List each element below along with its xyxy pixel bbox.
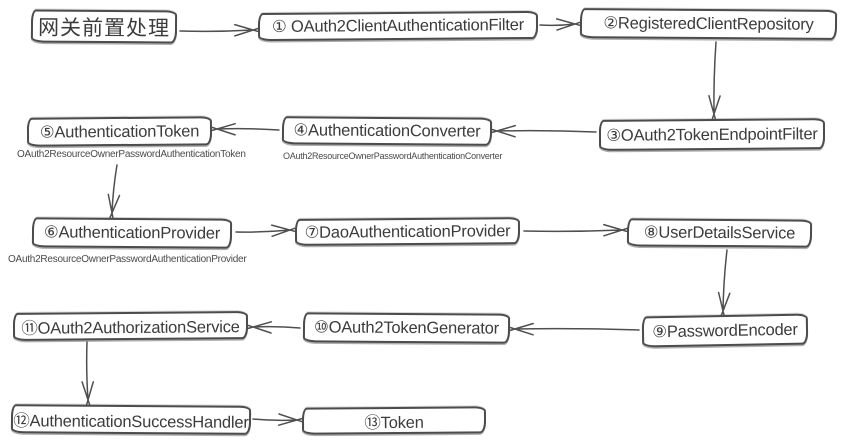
node-oauth2-authorization-service: ⑪OAuth2AuthorizationService [12, 311, 249, 341]
node-label: ⑥AuthenticationProvider [43, 223, 221, 243]
node-dao-authentication-provider: ⑦DaoAuthenticationProvider [294, 217, 521, 246]
node-label: ① OAuth2ClientAuthenticationFilter [271, 16, 525, 36]
arrow-gateway-to-client-auth-filter [179, 23, 259, 37]
node-authentication-token: ⑤AuthenticationToken [26, 116, 213, 147]
node-label: ⑨PasswordEncoder [652, 320, 798, 341]
arrow-token-endpoint-filter-to-authentication-converter [491, 124, 597, 138]
node-authentication-success-handler: ⑫AuthenticationSuccessHandler [10, 404, 252, 435]
arrow-success-handler-to-token [252, 413, 303, 426]
arrow-authentication-provider-to-dao-authentication-provider [235, 224, 296, 238]
node-label: 网关前置处理 [37, 16, 171, 40]
node-oauth2-token-endpoint-filter: ③OAuth2TokenEndpointFilter [598, 118, 826, 151]
arrow-client-auth-filter-to-registered-client-repo [539, 18, 581, 31]
node-label: ②RegisteredClientRepository [603, 14, 814, 34]
node-label: ⑤AuthenticationToken [39, 121, 200, 142]
arrow-registered-client-repo-to-token-endpoint-filter [708, 41, 721, 120]
arrow-password-encoder-to-token-generator [509, 322, 640, 336]
node-label: ③OAuth2TokenEndpointFilter [606, 124, 818, 145]
node-token: ⑬Token [301, 406, 487, 435]
arrow-authentication-token-to-authentication-provider [107, 164, 121, 219]
node-user-details-service: ⑧UserDetailsService [626, 218, 813, 248]
subtitle-authentication-token: OAuth2ResourceOwnerPasswordAuthenticatio… [17, 149, 246, 160]
node-label: ⑬Token [364, 413, 424, 432]
node-authentication-provider: ⑥AuthenticationProvider [31, 217, 233, 249]
node-label: ⑧UserDetailsService [643, 223, 796, 243]
node-password-encoder: ⑨PasswordEncoder [641, 313, 809, 348]
node-registered-client-repository: ②RegisteredClientRepository [579, 8, 838, 40]
arrow-token-generator-to-authorization-service [247, 321, 301, 334]
arrow-authorization-service-to-success-handler [81, 341, 95, 406]
node-oauth2-token-generator: ⑩OAuth2TokenGenerator [302, 312, 511, 344]
arrow-dao-authentication-provider-to-user-details-service [523, 223, 628, 237]
subtitle-authentication-provider: OAuth2ResourceOwnerPasswordAuthenticatio… [8, 254, 247, 265]
node-authentication-converter: ④AuthenticationConverter [281, 116, 493, 146]
node-label: ④AuthenticationConverter [293, 121, 481, 141]
node-label: ⑫AuthenticationSuccessHandler [13, 411, 249, 432]
arrow-user-details-service-to-password-encoder [717, 249, 731, 317]
subtitle-authentication-converter: OAuth2ResourceOwnerPasswordAuthenticatio… [283, 151, 503, 161]
node-label: ⑦DaoAuthenticationProvider [304, 221, 511, 242]
node-oauth2-client-authentication-filter: ① OAuth2ClientAuthenticationFilter [257, 10, 539, 42]
node-label: ⑪OAuth2AuthorizationService [21, 318, 240, 338]
arrow-authentication-converter-to-authentication-token [211, 122, 280, 136]
node-label: ⑩OAuth2TokenGenerator [314, 318, 499, 338]
node-gateway-preprocess: 网关前置处理 [30, 9, 178, 44]
